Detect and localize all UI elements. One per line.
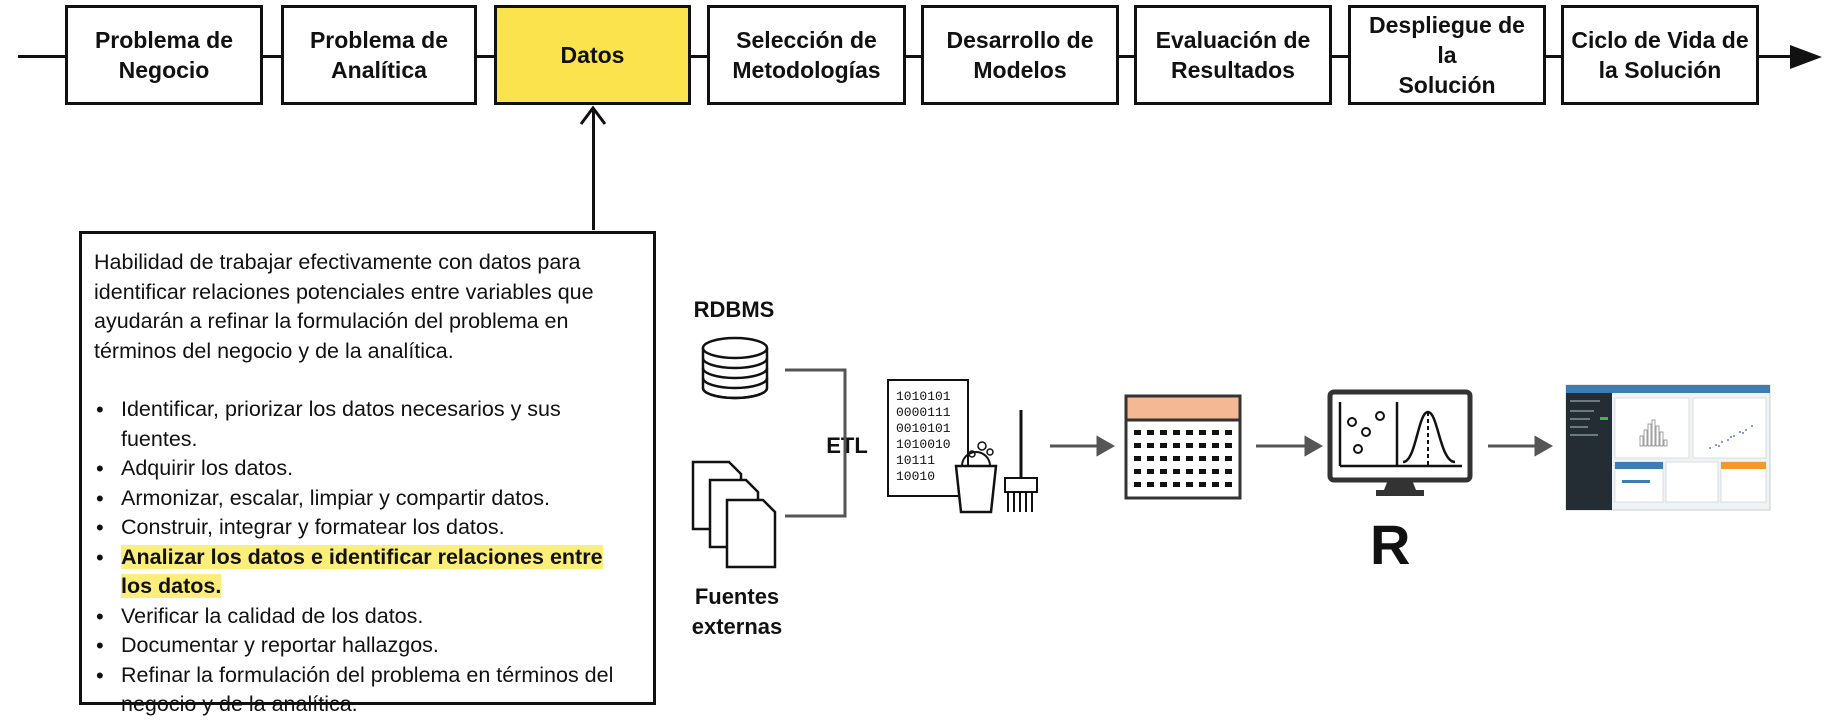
list-item: Adquirir los datos.	[94, 454, 639, 484]
table-cell	[1160, 443, 1167, 448]
documents-icon	[691, 460, 777, 569]
table-cell	[1147, 430, 1154, 435]
list-item: Documentar y reportar hallazgos.	[94, 631, 639, 661]
table-cell	[1134, 482, 1141, 487]
table-cell	[1225, 443, 1232, 448]
dashboard-screenshot	[1565, 384, 1771, 511]
table-cell	[1225, 430, 1232, 435]
table-cell	[1147, 443, 1154, 448]
table-cell	[1134, 456, 1141, 461]
list-item: Identificar, priorizar los datos necesar…	[94, 395, 639, 454]
binary-line: 0000111	[896, 405, 951, 420]
list-item-highlighted: Analizar los datos e identificar relacio…	[94, 543, 639, 602]
binary-line: 10111	[896, 453, 935, 468]
table-cell	[1212, 482, 1219, 487]
table-cell	[1186, 430, 1193, 435]
table-cell	[1212, 469, 1219, 474]
table-cell	[1173, 482, 1180, 487]
connector-arrowhead	[579, 105, 607, 125]
etl-bracket	[785, 368, 847, 518]
rdbms-label: RDBMS	[693, 297, 775, 322]
table-cell	[1173, 443, 1180, 448]
database-icon	[701, 336, 769, 400]
table-cell	[1173, 469, 1180, 474]
etl-label: ETL	[826, 433, 868, 458]
table-cell	[1134, 443, 1141, 448]
table-cell	[1225, 456, 1232, 461]
timeline-arrowhead	[1790, 45, 1822, 69]
table-cell	[1147, 456, 1154, 461]
table-cell	[1160, 430, 1167, 435]
table-cell	[1212, 456, 1219, 461]
table-cell	[1199, 456, 1206, 461]
monitor-plot-icon	[1327, 389, 1473, 496]
table-cell	[1160, 456, 1167, 461]
connector-line	[592, 110, 595, 230]
list-item: Armonizar, escalar, limpiar y compartir …	[94, 484, 639, 514]
table-cell	[1225, 469, 1232, 474]
table-cell	[1160, 469, 1167, 474]
table-cell	[1199, 482, 1206, 487]
table-cell	[1173, 456, 1180, 461]
table-cell	[1225, 482, 1232, 487]
table-cell	[1173, 430, 1180, 435]
table-cell	[1199, 430, 1206, 435]
table-cell	[1212, 430, 1219, 435]
table-cell	[1212, 443, 1219, 448]
binary-line: 1010010	[896, 437, 951, 452]
list-item: Construir, integrar y formatear los dato…	[94, 513, 639, 543]
description-intro: Habilidad de trabajar efectivamente con …	[94, 250, 594, 363]
table-cell	[1199, 469, 1206, 474]
table-cell	[1147, 482, 1154, 487]
table-cell	[1160, 482, 1167, 487]
table-cell	[1199, 443, 1206, 448]
table-cell	[1134, 469, 1141, 474]
table-icon	[1124, 394, 1242, 500]
table-cell	[1186, 469, 1193, 474]
binary-line: 10010	[896, 469, 935, 484]
table-cell	[1186, 443, 1193, 448]
r-logo: R	[1370, 513, 1411, 576]
table-cell	[1186, 482, 1193, 487]
list-item: Verificar la calidad de los datos.	[94, 602, 639, 632]
timeline-axis	[18, 55, 1808, 58]
table-cell	[1186, 456, 1193, 461]
binary-line: 1010101	[896, 389, 951, 404]
pipeline-arrows	[1050, 435, 1554, 457]
table-cell	[1147, 469, 1154, 474]
binary-line: 0010101	[896, 421, 951, 436]
stage-datos: Datos	[494, 5, 691, 105]
table-cell	[1134, 430, 1141, 435]
